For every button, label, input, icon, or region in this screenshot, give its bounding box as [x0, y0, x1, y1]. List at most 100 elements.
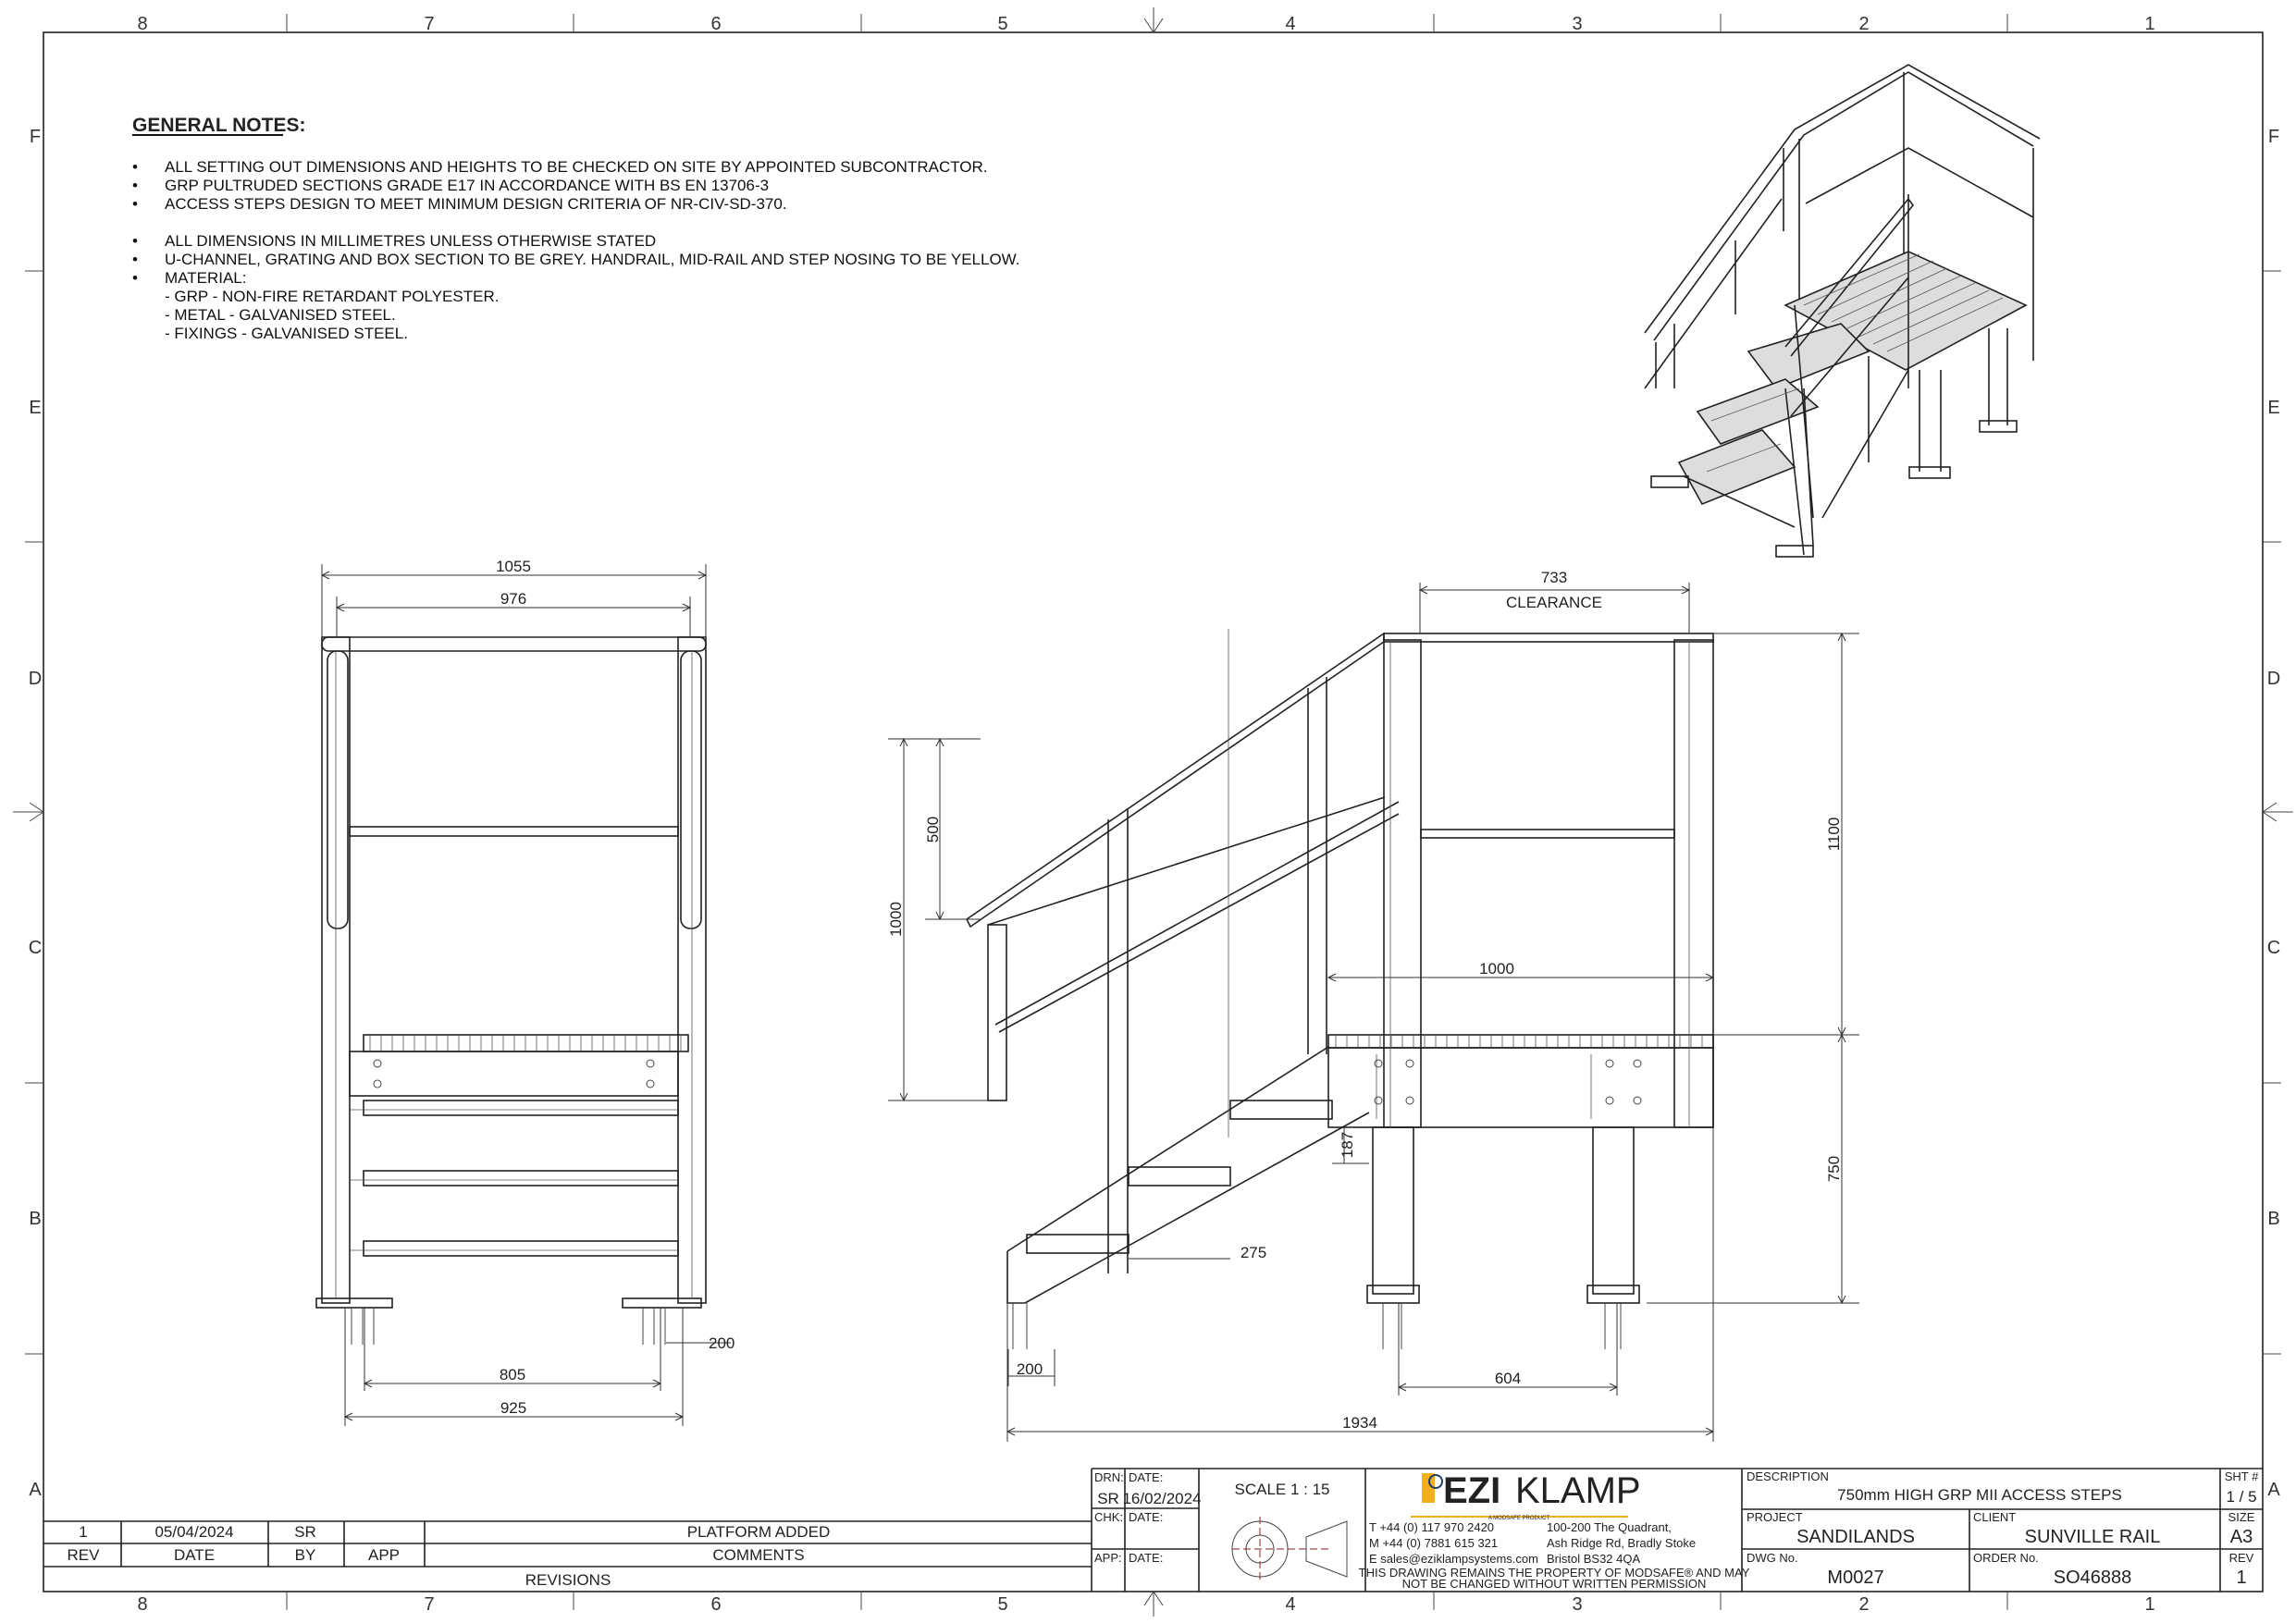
zone-dividers	[13, 7, 2293, 1617]
revision-date: 05/04/2024	[154, 1523, 233, 1541]
note-sub-item: - FIXINGS - GALVANISED STEEL.	[165, 325, 408, 342]
svg-text:PROJECT: PROJECT	[1747, 1510, 1803, 1524]
drn-date-label: DATE:	[1129, 1470, 1163, 1484]
svg-text:•: •	[132, 177, 138, 194]
svg-text:D: D	[2267, 669, 2280, 689]
svg-text:E: E	[29, 398, 41, 418]
revision-rev: 1	[79, 1523, 87, 1541]
dim-front-base-inner: 805	[500, 1366, 525, 1383]
note-item: MATERIAL:	[165, 269, 246, 287]
header-rev: REV	[68, 1546, 101, 1564]
disclaimer: THIS DRAWING REMAINS THE PROPERTY OF MOD…	[1359, 1566, 1750, 1580]
side-view: 733 CLEARANCE 500 1000 1100 750 1000 187…	[887, 569, 1859, 1442]
svg-text:EZI: EZI	[1443, 1470, 1500, 1511]
chk-label: CHK:	[1094, 1510, 1123, 1524]
svg-text:B: B	[29, 1209, 41, 1229]
note-item: ACCESS STEPS DESIGN TO MEET MINIMUM DESI…	[165, 195, 787, 213]
svg-text:D: D	[29, 669, 42, 689]
dim-side-legs: 604	[1495, 1370, 1521, 1387]
header-by: BY	[295, 1546, 316, 1564]
svg-text:7: 7	[424, 1594, 434, 1615]
svg-text:C: C	[29, 938, 42, 958]
svg-text:•: •	[132, 251, 138, 268]
svg-text:1: 1	[2144, 14, 2154, 34]
note-item: ALL SETTING OUT DIMENSIONS AND HEIGHTS T…	[165, 158, 988, 176]
svg-text:SHT #: SHT #	[2225, 1469, 2259, 1483]
revisions-table: 1 05/04/2024 SR PLATFORM ADDED REV DATE …	[43, 1469, 1092, 1592]
address-line-1: 100-200 The Quadrant,	[1547, 1520, 1672, 1534]
svg-text:4: 4	[1285, 14, 1295, 34]
zone-labels-top: 8 7 6 5 4 3 2 1	[137, 14, 2154, 34]
dim-front-rail-width: 976	[500, 590, 526, 608]
svg-text:2: 2	[1858, 14, 1869, 34]
projection-symbol-icon	[1231, 1517, 1348, 1581]
svg-text:REV: REV	[2229, 1551, 2254, 1565]
svg-text:E: E	[2267, 398, 2279, 418]
revision-comments: PLATFORM ADDED	[687, 1523, 831, 1541]
project-name: SANDILANDS	[1796, 1527, 1915, 1547]
header-comments: COMMENTS	[712, 1546, 804, 1564]
svg-text:•: •	[132, 232, 138, 250]
svg-text:1: 1	[2144, 1594, 2154, 1615]
svg-text:6: 6	[710, 14, 721, 34]
svg-text:2: 2	[1858, 1594, 1869, 1615]
contact-mobile: M +44 (0) 7881 615 321	[1369, 1536, 1498, 1550]
chk-date-label: DATE:	[1129, 1510, 1163, 1524]
svg-text:A: A	[29, 1480, 42, 1500]
note-sub-item: - METAL - GALVANISED STEEL.	[165, 306, 396, 324]
client-name: SUNVILLE RAIL	[2025, 1527, 2161, 1547]
drawing-description: 750mm HIGH GRP MII ACCESS STEPS	[1837, 1486, 2122, 1504]
note-sub-item: - GRP - NON-FIRE RETARDANT POLYESTER.	[165, 288, 499, 305]
address-line-3: Bristol BS32 4QA	[1547, 1552, 1640, 1566]
svg-text:DWG No.: DWG No.	[1747, 1551, 1798, 1565]
address-line-2: Ash Ridge Rd, Bradly Stoke	[1547, 1536, 1696, 1550]
svg-text:C: C	[2267, 938, 2280, 958]
svg-text:KLAMP: KLAMP	[1515, 1470, 1641, 1511]
svg-text:•: •	[132, 158, 138, 176]
note-item: ALL DIMENSIONS IN MILLIMETRES UNLESS OTH…	[165, 232, 656, 250]
svg-text:ORDER No.: ORDER No.	[1973, 1551, 2039, 1565]
app-date-label: DATE:	[1129, 1551, 1163, 1565]
dim-side-rail-1100: 1100	[1825, 818, 1843, 852]
zone-labels-left: F E D C B A	[29, 127, 43, 1500]
dim-side-plate: 200	[1017, 1360, 1043, 1378]
svg-text:CLIENT: CLIENT	[1973, 1510, 2016, 1524]
isometric-view	[1644, 64, 2041, 558]
dim-front-plate: 200	[709, 1334, 734, 1352]
zone-labels-right: F E D C B A	[2267, 127, 2281, 1500]
svg-text:•: •	[132, 269, 138, 287]
zone-labels-bottom: 8 7 6 5 4 3 2 1	[137, 1594, 2154, 1615]
title-block: DRN: DATE: SR 16/02/2024 CHK: DATE: APP:…	[1092, 1468, 2263, 1592]
svg-text:DESCRIPTION: DESCRIPTION	[1747, 1469, 1829, 1483]
dim-side-platform-750: 750	[1825, 1156, 1843, 1182]
front-view: 1055 976 805 925 200	[315, 558, 734, 1426]
svg-text:7: 7	[424, 14, 434, 34]
svg-text:3: 3	[1572, 1594, 1582, 1615]
dim-side-overall: 1934	[1342, 1414, 1377, 1432]
general-notes: GENERAL NOTES: • ALL SETTING OUT DIMENSIO…	[132, 115, 1020, 342]
sheet-size: A3	[2230, 1527, 2253, 1547]
revisions-label: REVISIONS	[525, 1571, 611, 1589]
dim-side-going: 275	[1241, 1244, 1266, 1261]
svg-text:B: B	[2267, 1209, 2279, 1229]
note-item: GRP PULTRUDED SECTIONS GRADE E17 IN ACCO…	[165, 177, 769, 194]
drn-label: DRN:	[1094, 1470, 1124, 1484]
header-date: DATE	[174, 1546, 215, 1564]
order-number: SO46888	[2054, 1568, 2132, 1588]
svg-text:F: F	[2268, 127, 2279, 147]
svg-text:5: 5	[997, 1594, 1007, 1615]
disclaimer-line-2: NOT BE CHANGED WITHOUT WRITTEN PERMISSIO…	[1402, 1577, 1707, 1591]
svg-text:5: 5	[997, 14, 1007, 34]
contact-phone: T +44 (0) 117 970 2420	[1369, 1520, 1494, 1534]
dim-side-clearance: 733	[1541, 569, 1567, 586]
drawing-number: M0027	[1827, 1568, 1883, 1588]
revision-number: 1	[2236, 1568, 2246, 1588]
svg-text:4: 4	[1285, 1594, 1295, 1615]
revision-by: SR	[294, 1523, 316, 1541]
svg-text:SIZE: SIZE	[2228, 1510, 2255, 1524]
svg-text:8: 8	[137, 14, 147, 34]
notes-title: GENERAL NOTES:	[132, 115, 305, 136]
dim-side-riser: 187	[1339, 1132, 1356, 1158]
dim-side-rail-1000: 1000	[887, 902, 905, 937]
